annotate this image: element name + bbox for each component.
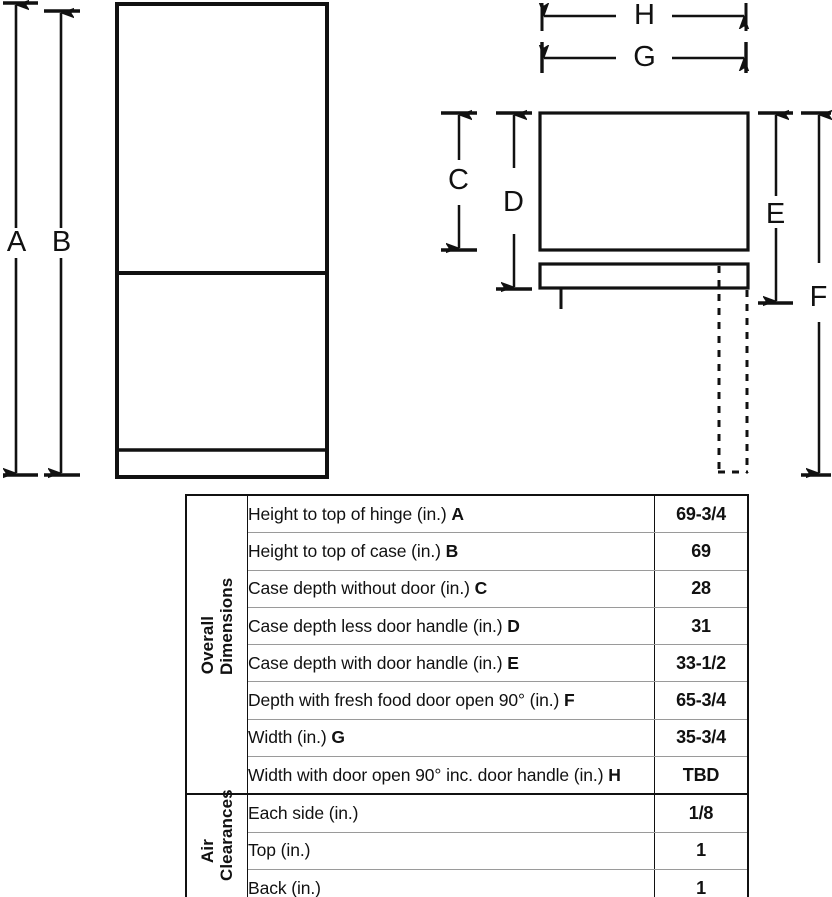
group-label-line-1: Air	[197, 838, 217, 863]
description-text: Top (in.)	[248, 840, 311, 861]
dimension-line-g	[542, 42, 746, 73]
table-cell-description: Width (in.) G	[247, 719, 655, 758]
table-row: Top (in.) 1	[186, 832, 748, 870]
dimension-reference-letter: H	[608, 764, 621, 785]
dimension-line-b	[44, 11, 80, 475]
table-cell-value: TBD	[654, 756, 748, 796]
description-text: Case depth without door (in.)	[248, 578, 470, 599]
dimension-label-f: F	[809, 281, 828, 313]
door-open-swing-dashed	[717, 266, 749, 474]
description-text: Case depth with door handle (in.)	[248, 652, 503, 673]
group-label-line-2: Clearances	[217, 789, 236, 881]
dimension-line-d	[496, 113, 532, 289]
table-cell-description: Height to top of hinge (in.) A	[247, 495, 655, 534]
dimension-reference-letter: G	[331, 727, 345, 748]
dimension-reference-letter: C	[474, 578, 488, 599]
description-text: Back (in.)	[248, 877, 321, 897]
dimension-label-a: A	[6, 226, 27, 258]
table-cell-description: Each side (in.)	[247, 794, 655, 833]
group-label-line-2: Dimensions	[217, 577, 236, 675]
table-cell-value: 35-3/4	[654, 719, 748, 758]
description-text: Width with door open 90° inc. door handl…	[248, 764, 604, 785]
table-cell-description: Case depth less door handle (in.) D	[247, 607, 655, 646]
dimension-label-c: C	[448, 164, 469, 196]
top-view-door	[538, 262, 750, 309]
table-row: Depth with fresh food door open 90° (in.…	[186, 681, 748, 720]
dimension-line-h	[542, 3, 746, 31]
dimension-line-c	[441, 113, 477, 250]
dimension-line-a	[3, 3, 38, 475]
dimension-label-e: E	[765, 198, 786, 230]
table-row: Width with door open 90° inc. door handl…	[186, 756, 748, 796]
description-text: Depth with fresh food door open 90° (in.…	[248, 690, 560, 711]
table-cell-description: Case depth with door handle (in.) E	[247, 644, 655, 683]
table-cell-value: 65-3/4	[654, 681, 748, 720]
dimension-reference-letter: B	[445, 540, 459, 561]
table-cell-value: 1/8	[654, 794, 748, 833]
table-cell-value: 69-3/4	[654, 495, 748, 534]
table-cell-description: Width with door open 90° inc. door handl…	[247, 756, 655, 796]
dimension-label-g: G	[633, 41, 656, 73]
description-text: Each side (in.)	[248, 803, 359, 824]
table-cell-value: 33-1/2	[654, 644, 748, 683]
table-cell-value: 28	[654, 570, 748, 608]
table-cell-value: 31	[654, 607, 748, 646]
dimension-reference-letter: D	[507, 615, 520, 636]
dimension-line-f	[801, 113, 831, 475]
description-text: Height to top of hinge (in.)	[248, 503, 447, 524]
description-text: Height to top of case (in.)	[248, 540, 441, 561]
table-cell-description: Back (in.)	[247, 869, 655, 897]
table-cell-description: Depth with fresh food door open 90° (in.…	[247, 681, 655, 720]
dimension-line-e	[758, 113, 793, 303]
table-cell-value: 69	[654, 532, 748, 571]
dimension-label-h: H	[634, 0, 655, 31]
table-cell-description: Case depth without door (in.) C	[247, 570, 655, 608]
table-row: Back (in.) 1	[186, 869, 748, 897]
dimension-reference-letter: F	[564, 690, 575, 711]
dimension-reference-letter: E	[507, 652, 519, 673]
top-view-case	[538, 111, 750, 252]
group-label-line-1: Overall	[197, 615, 217, 674]
description-text: Case depth less door handle (in.)	[248, 615, 503, 636]
front-view-outline	[115, 2, 329, 479]
dimension-reference-letter: A	[451, 503, 464, 524]
dimension-label-d: D	[503, 186, 524, 218]
table-cell-description: Top (in.)	[247, 832, 655, 870]
table-cell-value: 1	[696, 877, 706, 897]
table-cell-value: 1	[654, 832, 748, 870]
table-cell-description: Height to top of case (in.) B	[247, 532, 655, 571]
description-text: Width (in.)	[248, 727, 327, 748]
dimension-label-b: B	[51, 226, 72, 258]
